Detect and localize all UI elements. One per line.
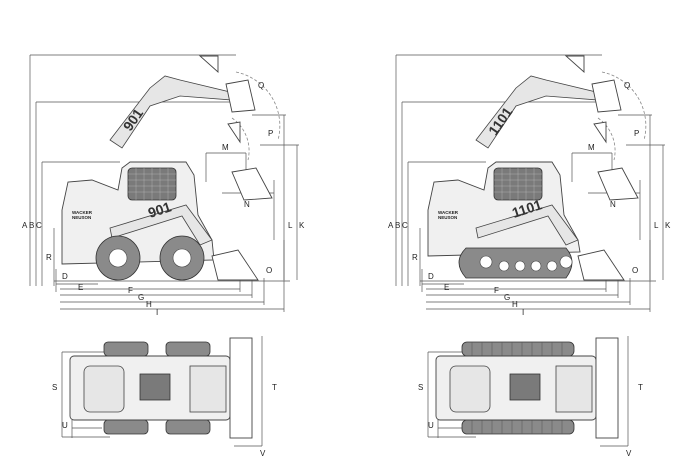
svg-text:K: K (665, 221, 671, 230)
brand-line1: WACKER (438, 210, 459, 215)
dimension-lines (395, 54, 665, 312)
svg-text:Q: Q (258, 81, 264, 90)
svg-text:F: F (128, 286, 133, 295)
engine-grille (509, 373, 541, 401)
bucket (211, 249, 259, 281)
svg-text:G: G (504, 293, 510, 302)
svg-text:I: I (156, 308, 158, 317)
svg-text:U: U (428, 421, 434, 430)
svg-text:H: H (146, 300, 152, 309)
track-upper (461, 341, 575, 357)
svg-text:E: E (78, 283, 83, 292)
dimension-labels: A B C R D E F G H I L K M N O P Q (22, 81, 305, 317)
bucket-top (229, 337, 253, 439)
cab-roof (449, 365, 491, 413)
dimension-labels: A B C R D E F G H I L K M N O P Q (388, 81, 671, 317)
svg-text:I: I (522, 308, 524, 317)
svg-text:A: A (388, 221, 394, 230)
brand-line2: NEUSON (72, 215, 91, 220)
cab-roof (83, 365, 125, 413)
svg-text:F: F (494, 286, 499, 295)
svg-text:O: O (632, 266, 638, 275)
raised-lift-arm: 901 (109, 55, 256, 149)
model-number: 901 (146, 198, 173, 221)
wheel-loader-top-view: S T U V (52, 336, 277, 458)
svg-text:Q: Q (624, 81, 630, 90)
svg-text:L: L (288, 221, 293, 230)
svg-text:P: P (268, 129, 273, 138)
svg-text:C: C (402, 221, 408, 230)
wheel-loader-body: 901 WACKER NEUSON (61, 161, 259, 281)
svg-text:K: K (299, 221, 305, 230)
svg-text:T: T (638, 383, 643, 392)
svg-text:M: M (588, 143, 595, 152)
wheel-loader-side-view: 901 901 WA (22, 54, 305, 317)
svg-text:B: B (29, 221, 34, 230)
svg-text:V: V (626, 449, 632, 458)
engine-grille (139, 373, 171, 401)
svg-text:R: R (412, 253, 418, 262)
svg-text:D: D (62, 272, 68, 281)
svg-text:M: M (222, 143, 229, 152)
track-loader-body: 1101 WACKER NEUSON (427, 161, 625, 281)
bucket-top (595, 337, 619, 439)
svg-text:G: G (138, 293, 144, 302)
track-lower (461, 419, 575, 435)
svg-text:A: A (22, 221, 28, 230)
bucket (577, 249, 625, 281)
svg-text:N: N (610, 200, 616, 209)
track-loader-top-view: S T U V (418, 336, 643, 458)
svg-text:V: V (260, 449, 266, 458)
crawler-track (458, 247, 573, 279)
svg-text:U: U (62, 421, 68, 430)
track-loader-side-view: 1101 1101 WACKER NEUSON (388, 54, 671, 317)
svg-text:B: B (395, 221, 400, 230)
svg-text:C: C (36, 221, 42, 230)
svg-text:P: P (634, 129, 639, 138)
svg-text:R: R (46, 253, 52, 262)
svg-text:H: H (512, 300, 518, 309)
svg-text:L: L (654, 221, 659, 230)
brand-line1: WACKER (72, 210, 93, 215)
svg-text:S: S (418, 383, 423, 392)
svg-text:E: E (444, 283, 449, 292)
svg-text:T: T (272, 383, 277, 392)
brand-line2: NEUSON (438, 215, 457, 220)
svg-text:O: O (266, 266, 272, 275)
svg-text:S: S (52, 383, 57, 392)
svg-text:N: N (244, 200, 250, 209)
svg-text:D: D (428, 272, 434, 281)
